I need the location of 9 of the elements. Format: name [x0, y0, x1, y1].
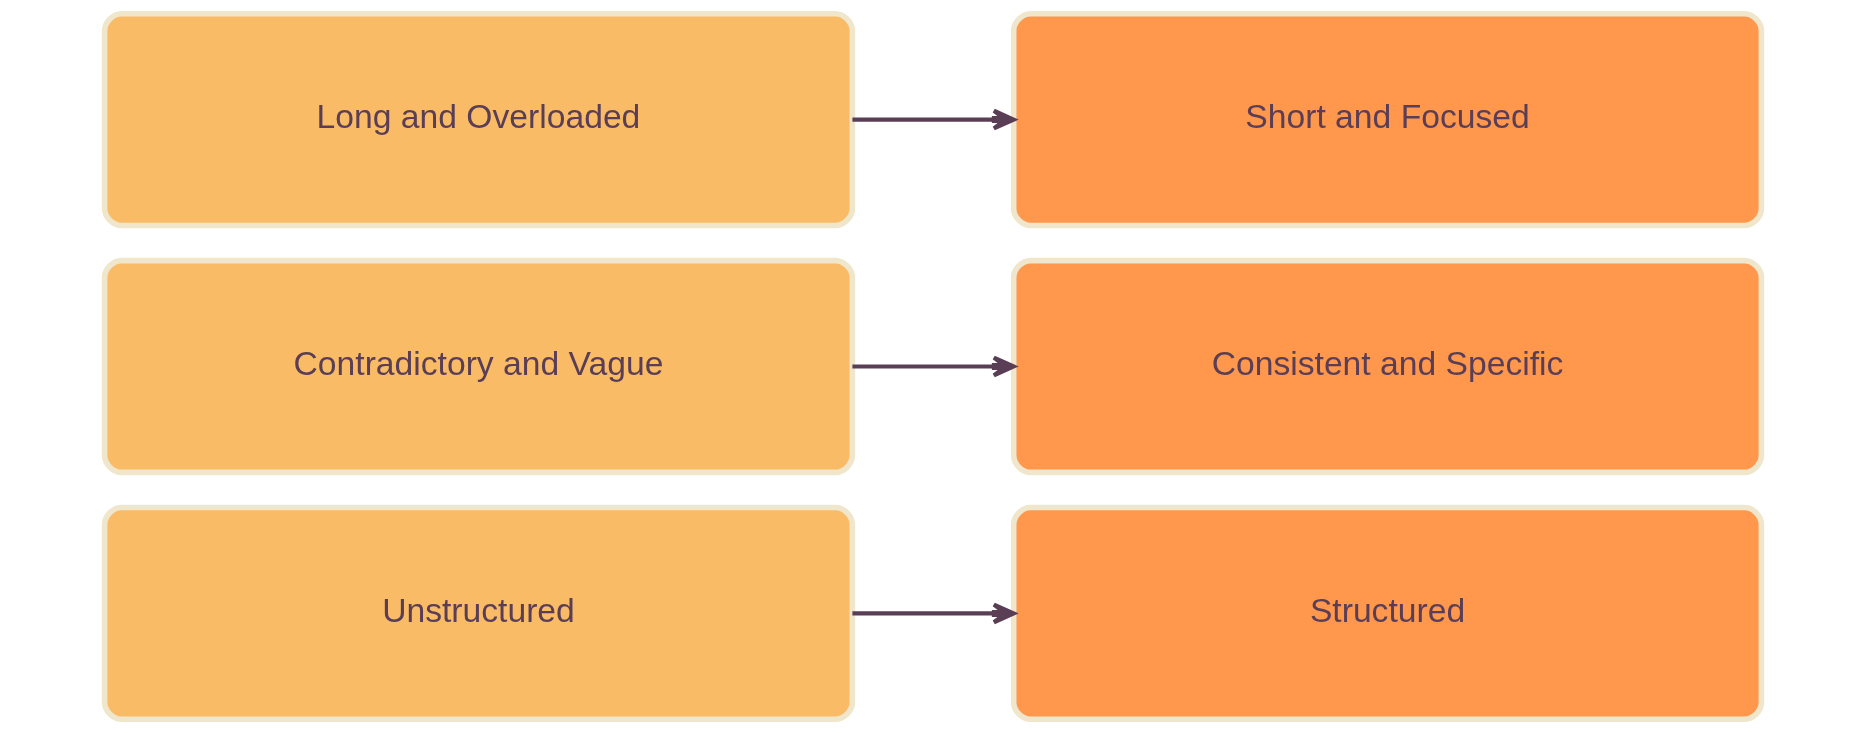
node-box: Contradictory and Vague — [101, 257, 855, 476]
arrow — [851, 355, 1016, 378]
arrow — [851, 602, 1016, 625]
node-box: Consistent and Specific — [1010, 257, 1764, 476]
node-box: Short and Focused — [1010, 10, 1764, 229]
node-box: Long and Overloaded — [101, 10, 855, 229]
arrow — [851, 108, 1016, 131]
node-box: Structured — [1010, 504, 1764, 723]
node-box: Unstructured — [101, 504, 855, 723]
